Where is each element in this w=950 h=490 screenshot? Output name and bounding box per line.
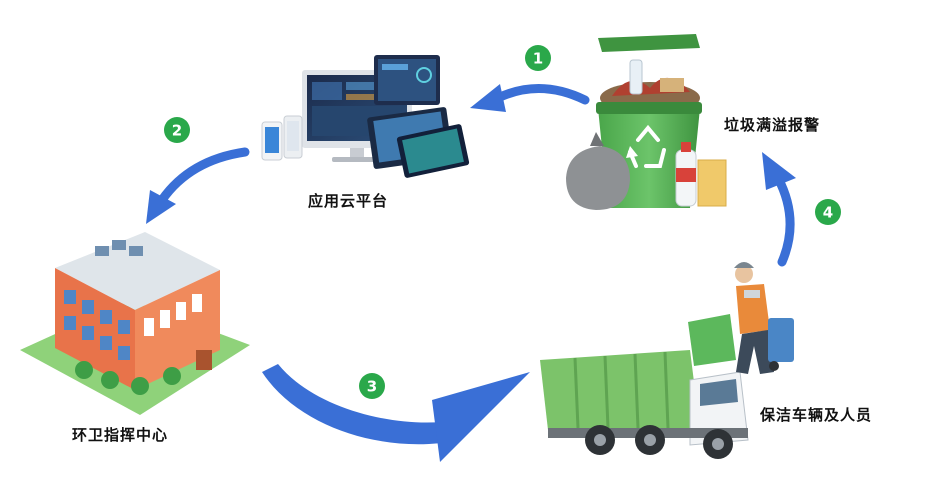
step-number-3: 3	[367, 378, 377, 396]
step-badge-3: 3	[359, 373, 385, 399]
step-number-2: 2	[172, 122, 182, 140]
step-badge-2: 2	[164, 117, 190, 143]
office-building-icon	[20, 232, 250, 415]
node-label-cloud-platform: 应用云平台	[308, 192, 389, 210]
node-label-command-center: 环卫指挥中心	[72, 426, 169, 444]
step-badge-4: 4	[815, 199, 841, 225]
step-number-4: 4	[823, 204, 833, 222]
step-badge-1: 1	[525, 45, 551, 71]
arrow-step-2	[146, 147, 250, 224]
step-number-1: 1	[533, 50, 543, 68]
node-label-vehicles-staff: 保洁车辆及人员	[760, 406, 873, 424]
monitor-dashboard-devices-icon	[261, 55, 470, 178]
arrow-step-4	[762, 152, 796, 267]
arrow-step-1	[470, 84, 590, 112]
overflowing-trash-bin-icon	[566, 34, 727, 210]
node-label-overflow-alarm: 垃圾满溢报警	[724, 116, 821, 134]
arrow-step-3	[262, 364, 530, 462]
garbage-truck-and-worker-icon	[540, 262, 794, 459]
